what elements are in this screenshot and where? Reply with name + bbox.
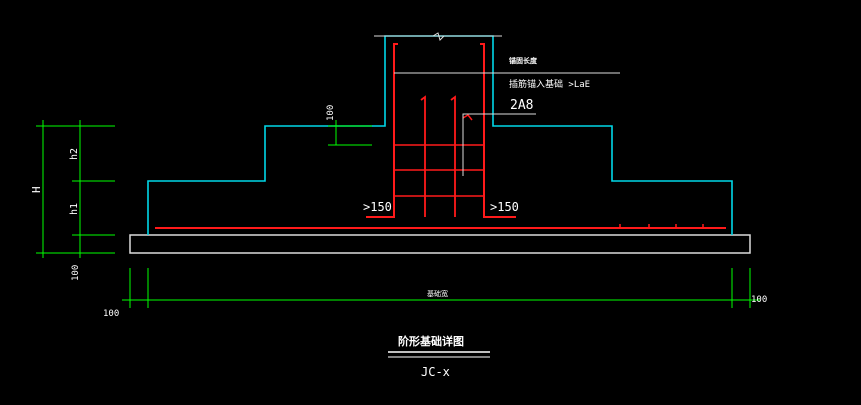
dowel-bar-inner-right xyxy=(450,95,456,217)
foundation-outline xyxy=(147,35,733,235)
width-label: 基础宽 xyxy=(427,289,448,298)
drawing-title: 阶形基础详图 xyxy=(398,334,464,348)
cushion-slab xyxy=(129,234,751,254)
break-symbol xyxy=(432,32,445,41)
drawing-code: JC-x xyxy=(421,365,450,379)
min-length-right: >150 xyxy=(490,200,519,214)
cushion-thickness-label: 100 xyxy=(71,265,81,281)
stirrup-leader xyxy=(462,113,536,176)
cushion-left-width-label: 100 xyxy=(103,309,119,319)
h1-label: h1 xyxy=(69,203,80,215)
top-note-1: 锚固长度 xyxy=(509,56,538,65)
cushion-right-width-label: 100 xyxy=(751,295,767,305)
top-note-2: 插筋锚入基础 >LaE xyxy=(509,78,590,90)
min-length-left: >150 xyxy=(363,200,392,214)
stirrup-hook xyxy=(462,114,473,121)
step-cover-label: 100 xyxy=(326,105,336,121)
stirrup-label: 2A8 xyxy=(510,98,533,113)
dowel-bar-left xyxy=(366,43,398,218)
h2-label: h2 xyxy=(69,148,80,160)
dowel-bar-right xyxy=(480,43,516,218)
height-H-label: H xyxy=(30,186,43,193)
dowel-bar-inner-left xyxy=(420,95,426,217)
